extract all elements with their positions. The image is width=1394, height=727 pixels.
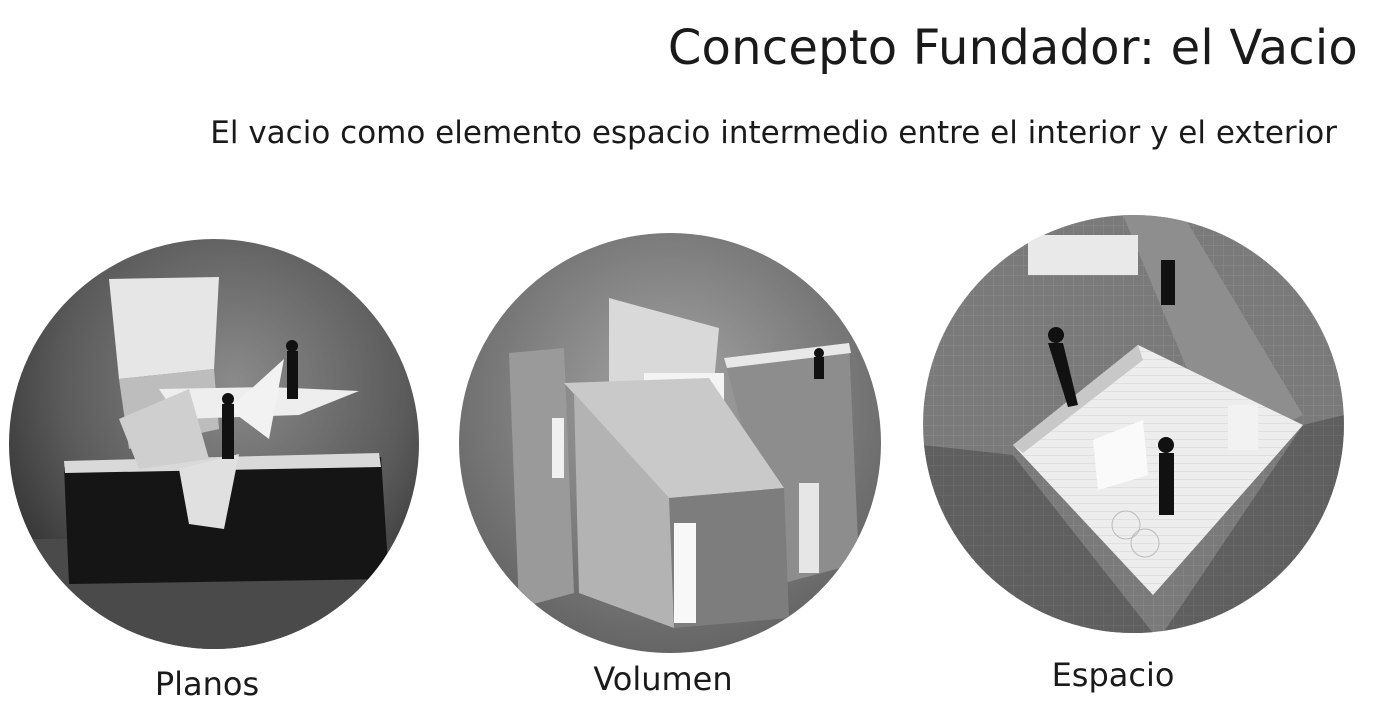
planos-caption: Planos: [154, 665, 260, 703]
planos-model-photo: [9, 239, 419, 649]
volumen-caption: Volumen: [593, 660, 733, 698]
page-subtitle: El vacio como elemento espacio intermedi…: [210, 115, 1337, 151]
espacio-caption: Espacio: [1051, 656, 1175, 694]
espacio-model-photo: [923, 215, 1344, 633]
page-title: Concepto Fundador: el Vacio: [667, 20, 1358, 76]
volumen-model-photo: [459, 233, 881, 653]
